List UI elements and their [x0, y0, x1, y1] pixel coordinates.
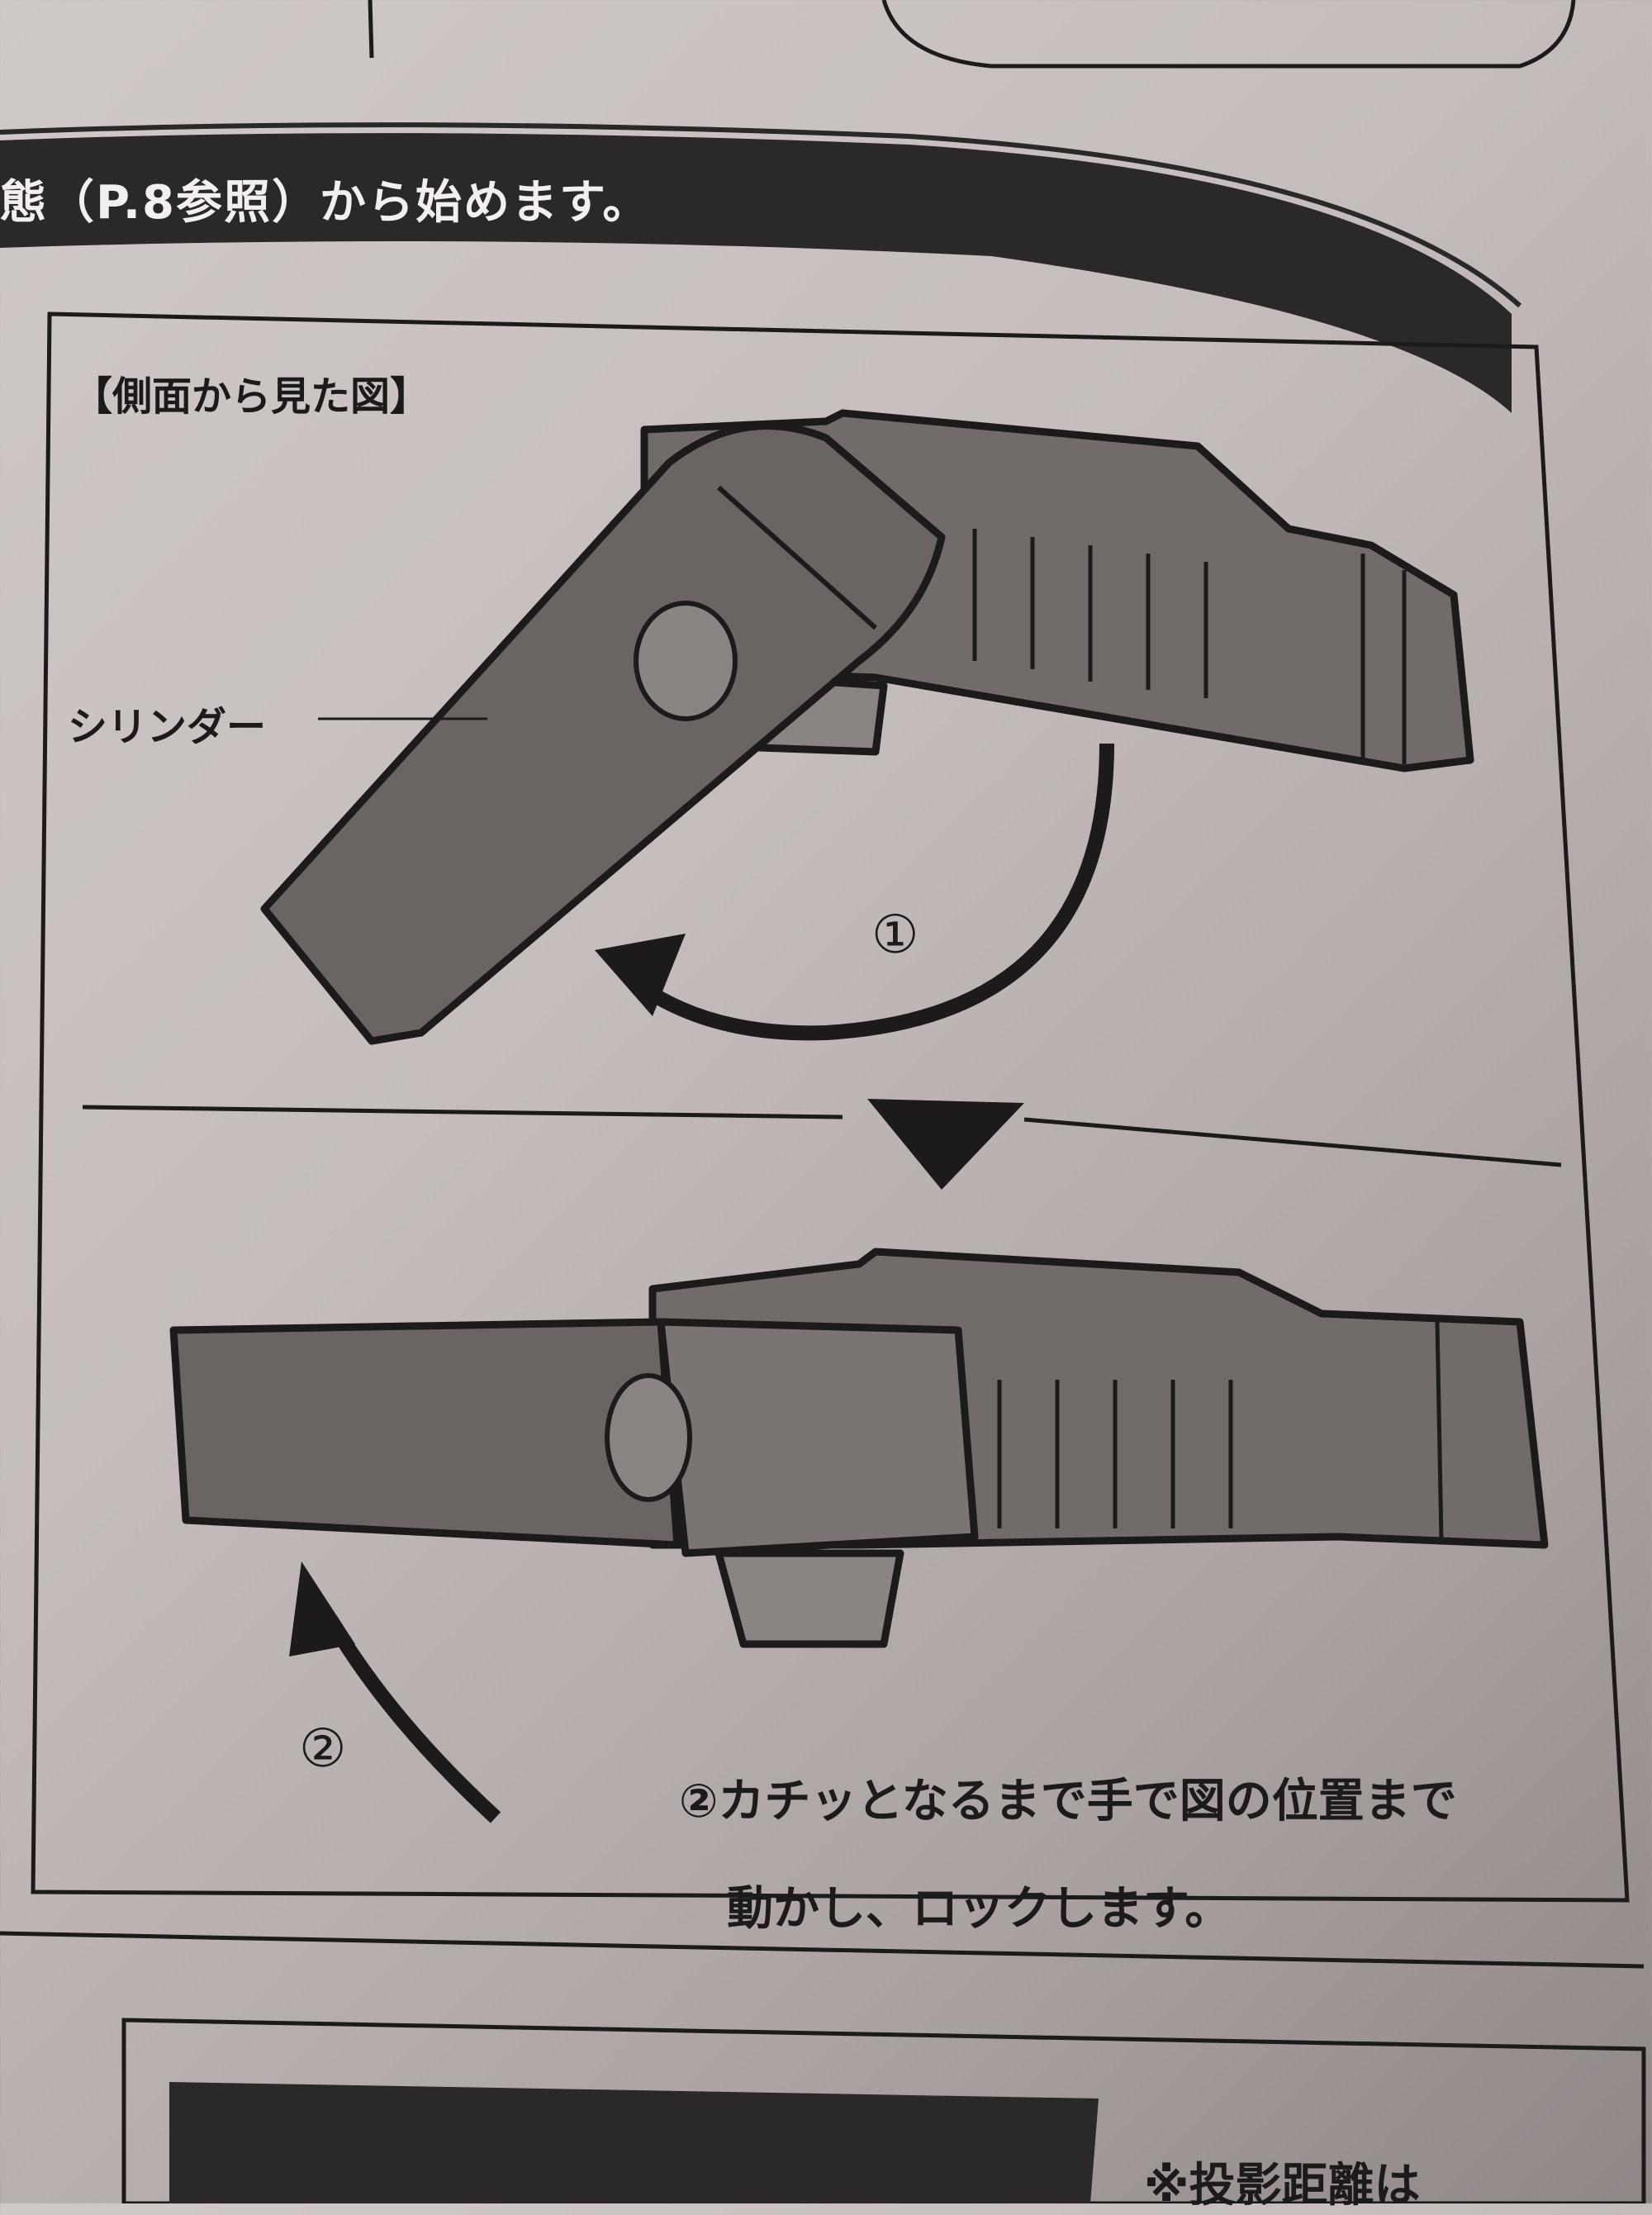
- next-step-triangle-icon: [867, 1099, 1024, 1190]
- section-banner: [0, 133, 1512, 413]
- cylinder-label: シリンダー: [68, 704, 267, 750]
- arrow-head-1: [595, 934, 686, 1016]
- next-section-frame: [121, 2018, 1646, 2203]
- step1-marker: ①: [871, 905, 919, 966]
- instruction-line-2: 動かし、ロックします。: [727, 1882, 1232, 1936]
- next-section-image: [169, 2082, 1099, 2203]
- diagram-title: 【側面から見た図】: [73, 373, 430, 420]
- rotation-arrow-2: [324, 1615, 501, 1823]
- banner-text: 態（P.8参照）から始めます。: [0, 176, 651, 230]
- device-locked: [169, 1248, 1549, 1648]
- top-divider-line: [368, 0, 374, 59]
- step-divider: [82, 1105, 1562, 1167]
- arrow-head-2: [289, 1561, 355, 1656]
- note-text: ※投影距離は: [1144, 2159, 1421, 2213]
- top-device-partial: [881, 0, 1576, 69]
- instruction-line-1: ②カチッとなるまで手で図の位置まで: [679, 1775, 1457, 1828]
- diagram-frame: [31, 311, 1630, 1903]
- device-rotated: [260, 409, 1474, 1045]
- rotation-arrow-1: [631, 743, 1114, 1041]
- step2-marker: ②: [299, 1718, 347, 1780]
